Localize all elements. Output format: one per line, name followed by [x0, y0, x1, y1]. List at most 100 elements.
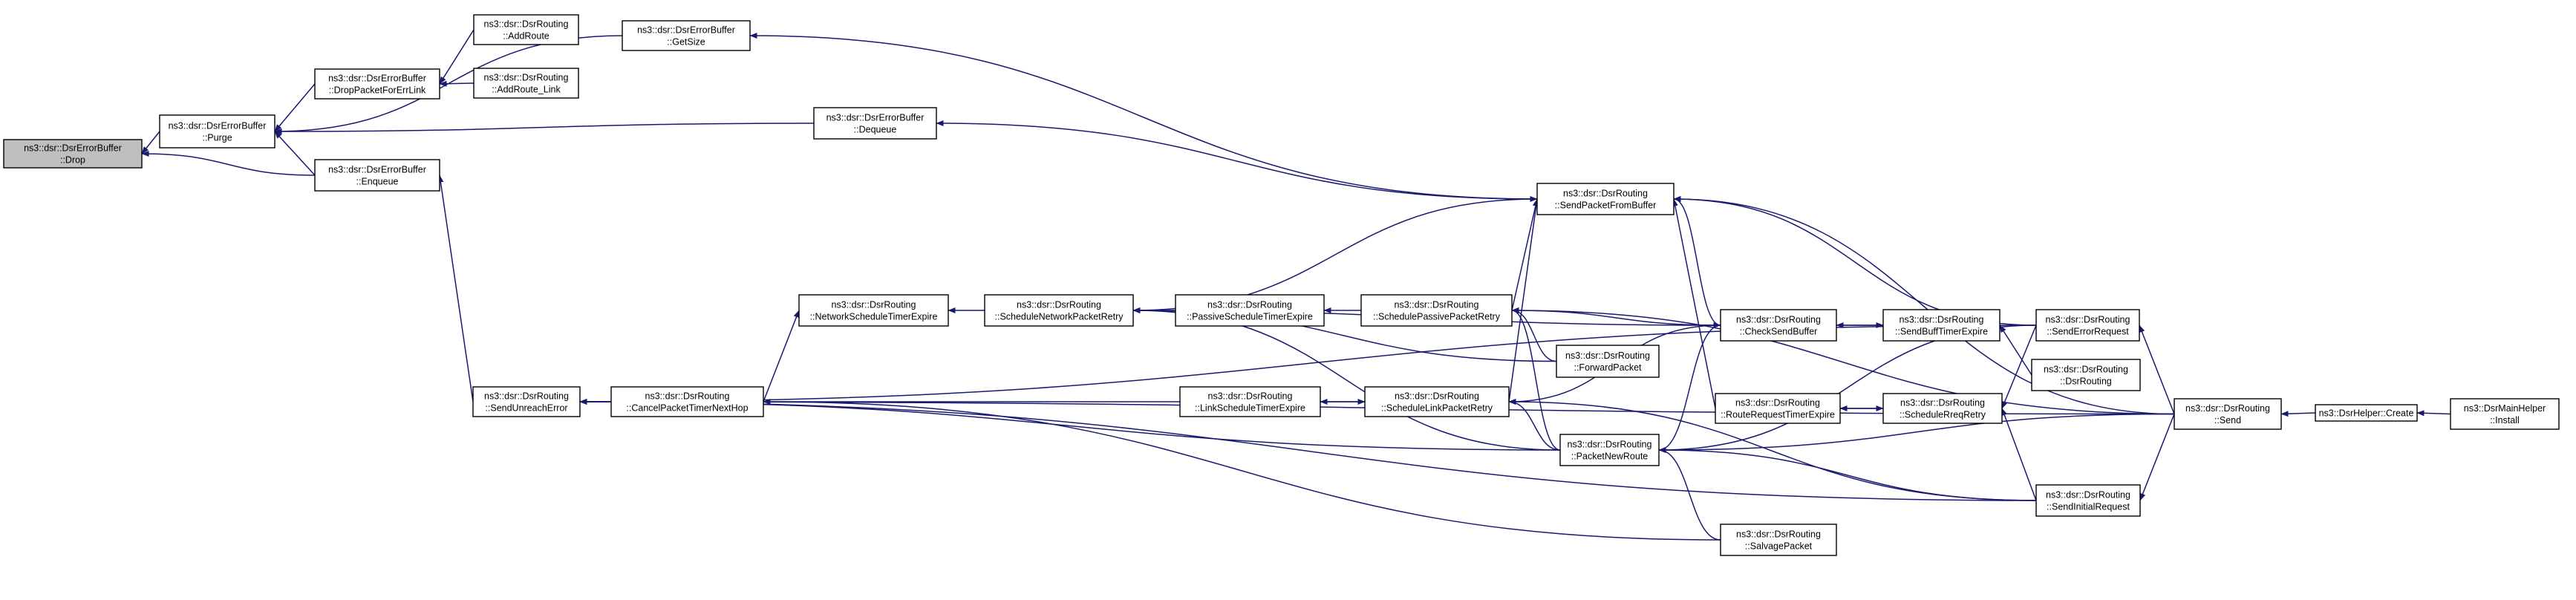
node-forward[interactable]: ns3::dsr::DsrRouting::ForwardPacket	[1556, 345, 1660, 378]
node-label: ns3::DsrMainHelper	[2464, 403, 2546, 414]
node-box	[1364, 386, 1510, 417]
edge-pktnew-to-checksend	[1658, 322, 1721, 451]
node-routereq[interactable]: ns3::dsr::DsrRouting::RouteRequestTimerE…	[1715, 393, 1841, 424]
node-label: ns3::dsr::DsrRouting	[1735, 398, 1820, 408]
node-label: ns3::dsr::DsrRouting	[1900, 315, 1984, 325]
node-label: ns3::dsr::DsrRouting	[484, 19, 569, 30]
edge-dropfor-to-purge	[274, 83, 316, 132]
node-label: ::AddRoute	[503, 31, 550, 42]
edge-pktnew-to-schednet	[1132, 307, 1561, 451]
node-label: ns3::dsr::DsrErrorBuffer	[328, 165, 426, 175]
node-box	[2174, 398, 2282, 430]
node-label: ns3::dsr::DsrRouting	[484, 73, 569, 83]
node-passched[interactable]: ns3::dsr::DsrRouting::PassiveScheduleTim…	[1175, 294, 1325, 327]
node-label: ::SchedulePassivePacketRetry	[1373, 312, 1501, 322]
node-dsrrouting[interactable]: ns3::dsr::DsrRouting::DsrRouting	[2031, 359, 2141, 391]
node-label: ::RouteRequestTimerExpire	[1721, 410, 1835, 420]
node-label: ns3::DsrHelper::Create	[2319, 408, 2414, 419]
node-dequeue[interactable]: ns3::dsr::DsrErrorBuffer::Dequeue	[813, 107, 937, 140]
node-label: ::GetSize	[667, 37, 705, 48]
node-sendbuff[interactable]: ns3::dsr::DsrRouting::SendBuffTimerExpir…	[1882, 309, 2001, 342]
edge-layer	[141, 29, 2451, 541]
node-install[interactable]: ns3::DsrMainHelper::Install	[2450, 398, 2560, 430]
edge-send-to-sendinit	[2139, 414, 2175, 501]
node-sendunreach[interactable]: ns3::dsr::DsrRouting::SendUnreachError	[472, 386, 581, 417]
node-box	[472, 386, 581, 417]
node-netsched[interactable]: ns3::dsr::DsrRouting::NetworkScheduleTim…	[798, 294, 949, 327]
node-box	[622, 20, 751, 51]
node-label: ns3::dsr::DsrRouting	[1736, 315, 1821, 325]
node-label: ns3::dsr::DsrRouting	[1563, 189, 1648, 199]
edge-senderr-to-sendpfb	[1673, 196, 2037, 326]
node-enqueue[interactable]: ns3::dsr::DsrErrorBuffer::Enqueue	[314, 159, 440, 192]
node-box	[159, 114, 275, 149]
node-pktnew[interactable]: ns3::dsr::DsrRouting::PacketNewRoute	[1559, 434, 1660, 466]
node-sendpfb[interactable]: ns3::dsr::DsrRouting::SendPacketFromBuff…	[1536, 183, 1675, 215]
node-label: ::DsrRouting	[2060, 376, 2112, 387]
node-box	[314, 159, 440, 192]
node-schedpass[interactable]: ns3::dsr::DsrRouting::SchedulePassivePac…	[1360, 294, 1513, 327]
node-box	[813, 107, 937, 140]
node-label: ns3::dsr::DsrRouting	[1568, 440, 1652, 450]
node-label: ns3::dsr::DsrErrorBuffer	[24, 143, 122, 154]
node-box	[473, 14, 579, 45]
node-create[interactable]: ns3::DsrHelper::Create	[2315, 404, 2418, 422]
node-linksched[interactable]: ns3::dsr::DsrRouting::LinkScheduleTimerE…	[1179, 386, 1321, 417]
node-box	[473, 68, 579, 99]
node-sendinit[interactable]: ns3::dsr::DsrRouting::SendInitialRequest	[2035, 484, 2141, 517]
node-senderr[interactable]: ns3::dsr::DsrRouting::SendErrorRequest	[2035, 309, 2140, 342]
node-addroutelink[interactable]: ns3::dsr::DsrRouting::AddRoute_Link	[473, 68, 579, 99]
edge-schedlink-to-sendpfb	[1508, 198, 1539, 402]
edge-sendpfb-to-dequeue	[936, 120, 1538, 200]
node-box	[2315, 404, 2418, 422]
node-box	[1720, 524, 1837, 556]
node-getsize[interactable]: ns3::dsr::DsrErrorBuffer::GetSize	[622, 20, 751, 51]
node-box	[1720, 309, 1837, 342]
node-checksend[interactable]: ns3::dsr::DsrRouting::CheckSendBuffer	[1720, 309, 1837, 342]
edge-sendpfb-to-getsize	[749, 33, 1538, 200]
node-label: ::PassiveScheduleTimerExpire	[1187, 312, 1313, 322]
node-cancel[interactable]: ns3::dsr::DsrRouting::CancelPacketTimerN…	[610, 386, 764, 417]
node-label: ns3::dsr::DsrRouting	[1900, 398, 1985, 408]
node-label: ns3::dsr::DsrRouting	[1017, 300, 1101, 310]
node-label: ::AddRoute_Link	[492, 85, 561, 95]
node-label: ::CheckSendBuffer	[1740, 327, 1818, 337]
edge-send-to-sendpfb	[1673, 196, 2175, 415]
node-label: ::Purge	[202, 133, 232, 143]
edge-install-to-create	[2416, 410, 2451, 417]
edge-schedpass-to-sendpfb	[1511, 198, 1539, 311]
edge-senderr-to-schedreq	[2001, 325, 2037, 409]
node-purge[interactable]: ns3::dsr::DsrErrorBuffer::Purge	[159, 114, 275, 149]
edge-checksend-to-sendpfb	[1673, 196, 1721, 326]
node-label: ns3::dsr::DsrRouting	[2046, 490, 2130, 500]
node-addroute[interactable]: ns3::dsr::DsrRouting::AddRoute	[473, 14, 579, 45]
node-dropfor[interactable]: ns3::dsr::DsrErrorBuffer::DropPacketForE…	[314, 68, 440, 100]
edge-pktnew-to-schedpass	[1511, 307, 1561, 451]
node-schednet[interactable]: ns3::dsr::DsrRouting::ScheduleNetworkPac…	[984, 294, 1134, 327]
node-label: ::CancelPacketTimerNextHop	[626, 403, 748, 414]
node-salvage[interactable]: ns3::dsr::DsrRouting::SalvagePacket	[1720, 524, 1837, 556]
edge-pktnew-to-schedlink	[1508, 399, 1561, 451]
node-box	[1882, 393, 2003, 424]
edge-salvage-to-pktnew	[1658, 447, 1721, 541]
node-label: ns3::dsr::DsrRouting	[1736, 529, 1821, 540]
node-label: ns3::dsr::DsrErrorBuffer	[328, 74, 426, 84]
node-drop[interactable]: ns3::dsr::DsrErrorBuffer::Drop	[3, 139, 143, 169]
node-schedreq[interactable]: ns3::dsr::DsrRouting::ScheduleRreqRetry	[1882, 393, 2003, 424]
node-schedlink[interactable]: ns3::dsr::DsrRouting::ScheduleLinkPacket…	[1364, 386, 1510, 417]
edge-salvage-to-cancel	[763, 399, 1721, 541]
node-box	[1882, 309, 2001, 342]
edge-sendinit-to-sendunreach	[579, 399, 2037, 501]
edge-dsrrouting-to-sendbuff	[1999, 325, 2032, 376]
node-label: ns3::dsr::DsrRouting	[1395, 391, 1479, 402]
node-label: ::SalvagePacket	[1745, 541, 1813, 552]
node-label: ns3::dsr::DsrRouting	[1207, 300, 1292, 310]
node-send[interactable]: ns3::dsr::DsrRouting::Send	[2174, 398, 2282, 430]
node-label: ns3::dsr::DsrErrorBuffer	[169, 121, 267, 131]
edge-schednet-to-sendpfb	[1132, 196, 1538, 311]
node-label: ns3::dsr::DsrRouting	[2046, 315, 2130, 325]
node-label: ns3::dsr::DsrRouting	[1208, 391, 1293, 402]
node-label: ::ScheduleRreqRetry	[1900, 410, 1986, 420]
node-label: ::ScheduleLinkPacketRetry	[1381, 403, 1493, 414]
